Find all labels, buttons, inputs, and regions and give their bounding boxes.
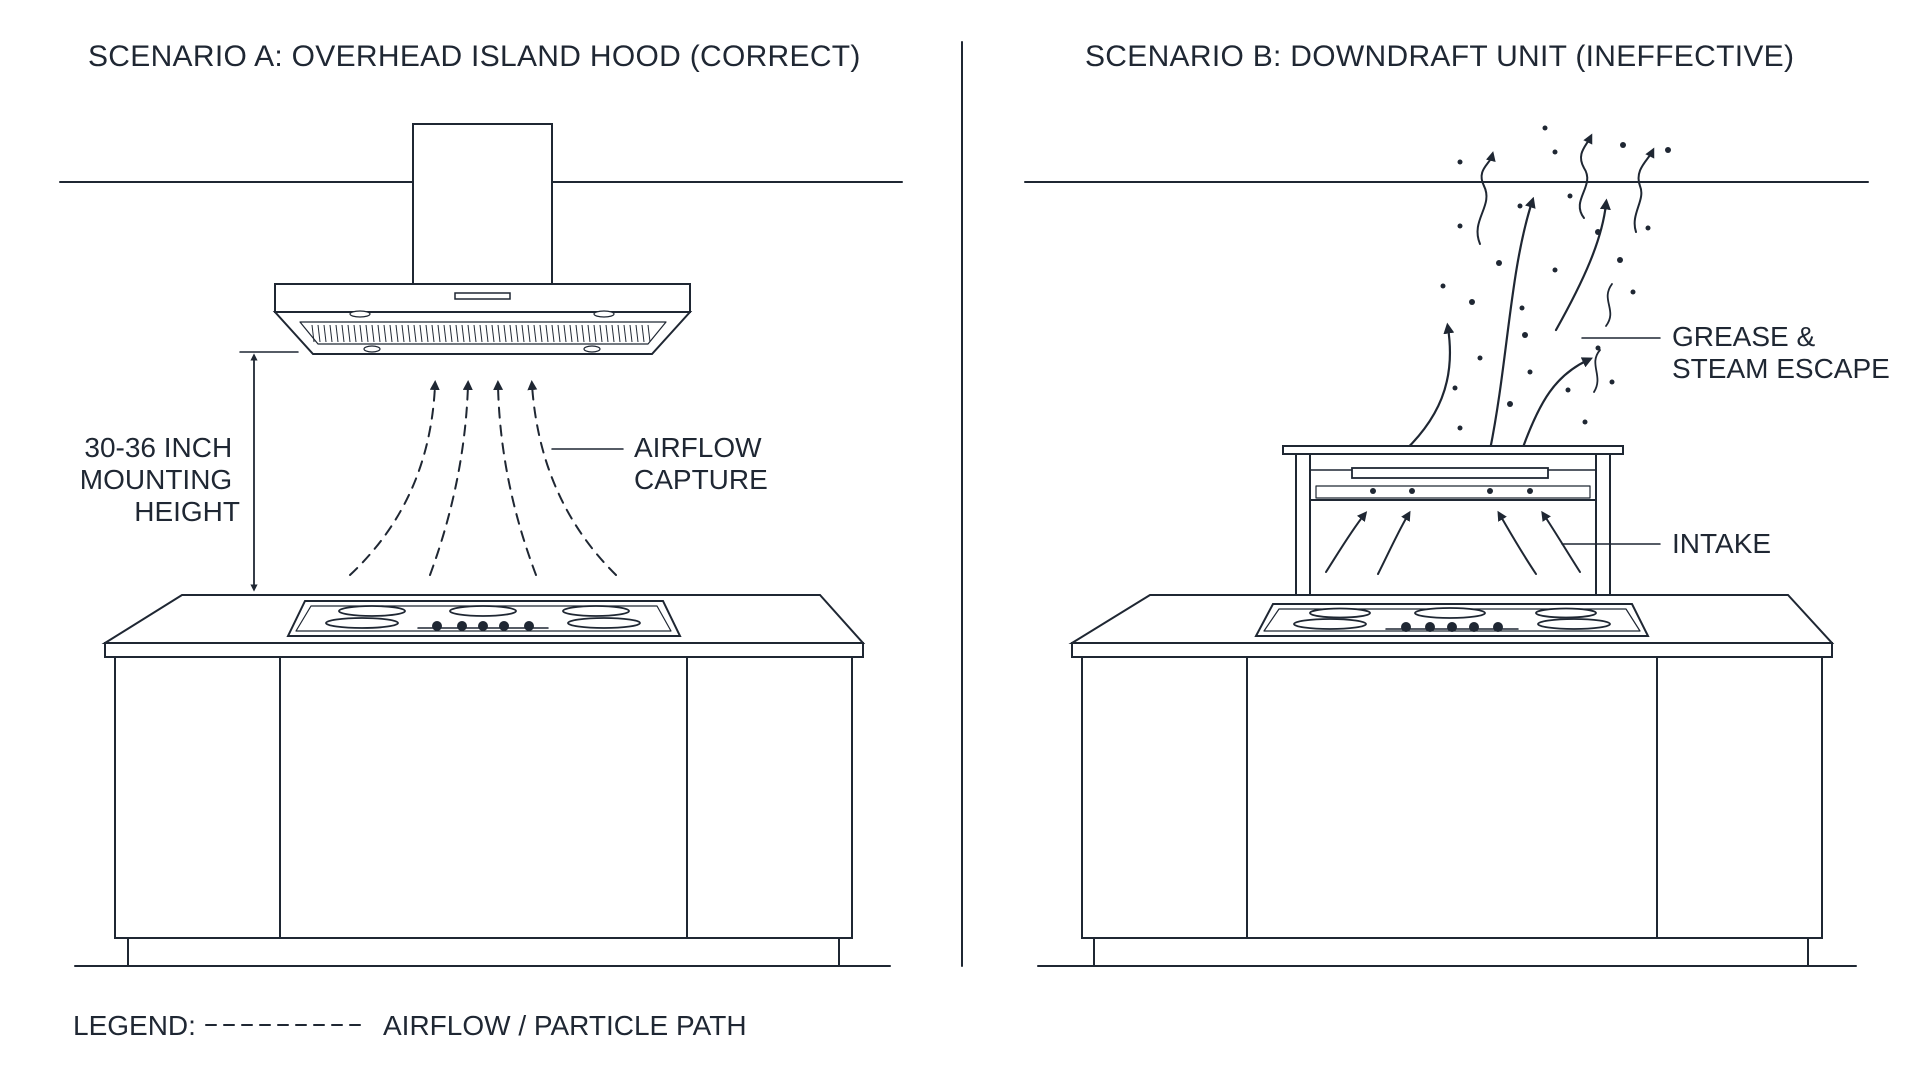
island-hood <box>272 283 693 355</box>
grille-slat <box>599 324 603 343</box>
scenario-b: GREASE & STEAM ESCAPE INTAKE <box>1024 125 1890 967</box>
grille-slat <box>353 324 357 343</box>
grille-slat <box>527 324 531 343</box>
grille-slat <box>455 324 459 343</box>
grille-slat <box>437 324 441 343</box>
legend-label: LEGEND: <box>73 1010 196 1041</box>
intake-label: INTAKE <box>1672 528 1771 559</box>
cooktop-b <box>1254 603 1650 637</box>
legend: LEGEND: AIRFLOW / PARTICLE PATH <box>73 1010 747 1041</box>
mounting-height-dimension <box>239 351 299 592</box>
grille-slat <box>491 324 495 343</box>
grille-slat <box>461 324 465 343</box>
grille-slat <box>581 324 585 343</box>
grille-slat <box>389 324 393 343</box>
grille-slat <box>467 324 471 343</box>
grille-slat <box>557 324 561 343</box>
grille-slat <box>371 324 375 343</box>
grille-slat <box>425 324 429 343</box>
hood-chimney <box>412 123 553 285</box>
grille-slat <box>641 324 645 343</box>
cooktop-a <box>286 600 682 637</box>
grille-slat <box>383 324 387 343</box>
hood-filter-grille <box>311 324 651 343</box>
grille-slat <box>479 324 483 343</box>
grille-slat <box>329 324 333 343</box>
mounting-height-label: 30-36 INCH MOUNTING HEIGHT <box>80 432 240 527</box>
grille-slat <box>395 324 399 343</box>
grille-slat <box>611 324 615 343</box>
grille-slat <box>533 324 537 343</box>
grille-slat <box>635 324 639 343</box>
grille-slat <box>503 324 507 343</box>
grille-slat <box>497 324 501 343</box>
grille-slat <box>551 324 555 343</box>
grille-slat <box>473 324 477 343</box>
grille-slat <box>311 324 315 343</box>
grille-slat <box>545 324 549 343</box>
grille-slat <box>359 324 363 343</box>
grille-slat <box>539 324 543 343</box>
grille-slat <box>335 324 339 343</box>
grille-slat <box>623 324 627 343</box>
grille-slat <box>575 324 579 343</box>
grille-slat <box>431 324 435 343</box>
grille-slat <box>521 324 525 343</box>
grille-slat <box>587 324 591 343</box>
grille-slat <box>341 324 345 343</box>
kitchen-island-a <box>101 594 866 967</box>
grille-slat <box>317 324 321 343</box>
grille-slat <box>401 324 405 343</box>
grille-slat <box>569 324 573 343</box>
grille-slat <box>647 324 651 343</box>
grille-slat <box>515 324 519 343</box>
airflow-capture-label: AIRFLOW CAPTURE <box>634 432 769 495</box>
grille-slat <box>377 324 381 343</box>
grille-slat <box>593 324 597 343</box>
grille-slat <box>449 324 453 343</box>
legend-description: AIRFLOW / PARTICLE PATH <box>383 1010 747 1041</box>
grease-steam-escape-label: GREASE & STEAM ESCAPE <box>1672 321 1890 384</box>
escaping-steam-wisps <box>1476 133 1655 393</box>
scenario-b-title: SCENARIO B: DOWNDRAFT UNIT (INEFFECTIVE) <box>1085 40 1794 73</box>
escaping-particles <box>1440 125 1671 431</box>
grille-slat <box>407 324 411 343</box>
grille-slat <box>509 324 513 343</box>
grille-slat <box>419 324 423 343</box>
grille-slat <box>485 324 489 343</box>
grille-slat <box>563 324 567 343</box>
intake-arrows <box>1325 510 1581 575</box>
grille-slat <box>347 324 351 343</box>
escape-arrows <box>1395 196 1611 460</box>
grille-slat <box>443 324 447 343</box>
grille-slat <box>323 324 327 343</box>
grille-slat <box>617 324 621 343</box>
scenario-a: 30-36 INCH MOUNTING HEIGHT AIRFLOW CAPTU… <box>59 123 903 967</box>
downdraft-unit <box>1282 445 1624 607</box>
grille-slat <box>365 324 369 343</box>
grille-slat <box>605 324 609 343</box>
airflow-capture-arrows <box>349 380 617 576</box>
grille-slat <box>629 324 633 343</box>
scenario-a-title: SCENARIO A: OVERHEAD ISLAND HOOD (CORREC… <box>88 40 861 73</box>
grille-slat <box>413 324 417 343</box>
kitchen-island-b <box>1068 594 1835 967</box>
